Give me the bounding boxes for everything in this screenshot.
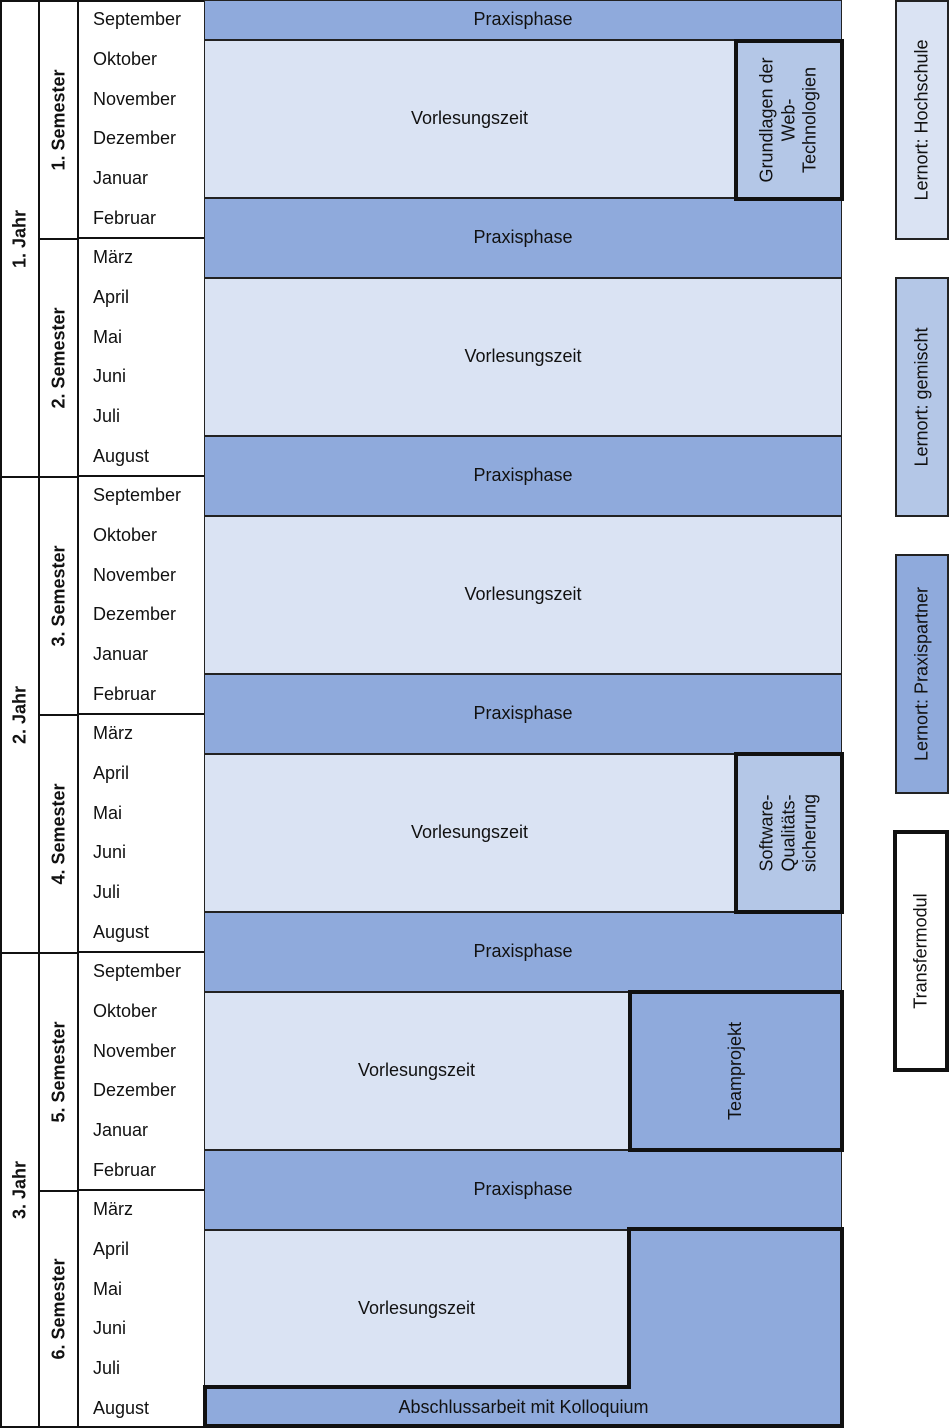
praxisphase-label: Praxisphase <box>473 9 573 30</box>
vorlesungszeit-label: Vorlesungszeit <box>410 108 529 129</box>
vorlesungszeit-block: Vorlesungszeit <box>204 277 842 437</box>
praxisphase-block: Praxisphase <box>204 0 842 40</box>
month-row: August <box>93 1397 150 1418</box>
praxisphase-label: Praxisphase <box>473 703 573 724</box>
vorlesungszeit-block: Vorlesungszeit <box>204 39 735 199</box>
praxisphase-label: Praxisphase <box>473 941 573 962</box>
praxisphase-label: Praxisphase <box>473 465 573 486</box>
praxisphase-block: Praxisphase <box>204 912 842 992</box>
semester-separator <box>79 713 204 715</box>
legend-transfermodul: Transfermodul <box>893 830 949 1072</box>
month-row: Oktober <box>93 524 158 545</box>
month-row: Juli <box>93 1357 121 1378</box>
semester-2: 2. Semester <box>38 238 79 478</box>
semester-6: 6. Semester <box>38 1190 79 1428</box>
month-row: Januar <box>93 167 149 188</box>
month-row: Dezember <box>93 1080 177 1101</box>
vorlesungszeit-label: Vorlesungszeit <box>464 584 582 605</box>
month-row: Mai <box>93 326 123 347</box>
praxisphase-block: Praxisphase <box>204 674 842 754</box>
module-abschluss-outline <box>203 1227 844 1428</box>
month-row: April <box>93 762 130 783</box>
year-1: 1. Jahr <box>0 0 40 478</box>
module-webtech: Grundlagen der Web- Technologien <box>734 39 844 201</box>
month-row: November <box>93 1040 177 1061</box>
vorlesungszeit-label: Vorlesungszeit <box>410 822 529 843</box>
legend-praxispartner: Lernort: Praxispartner <box>895 554 949 794</box>
legend-gemischt: Lernort: gemischt <box>895 277 949 517</box>
praxisphase-block: Praxisphase <box>204 198 842 278</box>
month-row: Juni <box>93 1318 127 1339</box>
vorlesungszeit-block: Vorlesungszeit <box>204 515 842 675</box>
month-row: November <box>93 88 177 109</box>
vorlesungszeit-label: Vorlesungszeit <box>357 1060 476 1081</box>
month-row: Oktober <box>93 48 158 69</box>
month-row: Januar <box>93 1119 149 1140</box>
module-abschluss-label: Abschlussarbeit mit Kolloquium <box>398 1396 649 1417</box>
month-row: Juni <box>93 842 127 863</box>
month-row: August <box>93 921 150 942</box>
month-row: Dezember <box>93 128 177 149</box>
semester-separator <box>79 951 204 953</box>
semester-separator <box>79 1189 204 1191</box>
month-row: August <box>93 445 150 466</box>
module-teamprojekt: Teamprojekt <box>628 990 844 1152</box>
praxisphase-label: Praxisphase <box>473 227 573 248</box>
month-row: April <box>93 286 130 307</box>
month-row: März <box>93 723 133 744</box>
module-software-qualitaetssicherung: Software- Qualitäts- sicherung <box>734 752 844 914</box>
praxisphase-block: Praxisphase <box>204 1150 842 1230</box>
legend-transfermodul-label: Transfermodul <box>910 893 931 1009</box>
month-row: Oktober <box>93 1000 158 1021</box>
month-row: Juni <box>93 366 127 387</box>
month-row: Dezember <box>93 604 177 625</box>
month-row: April <box>93 1238 130 1259</box>
month-row: November <box>93 564 177 585</box>
month-row: Mai <box>93 1278 123 1299</box>
month-row: Mai <box>93 802 123 823</box>
month-row: Februar <box>93 207 157 228</box>
semester-separator <box>79 475 204 477</box>
month-row: März <box>93 1199 133 1220</box>
vorlesungszeit-block: Vorlesungszeit <box>204 753 735 913</box>
month-row: März <box>93 247 133 268</box>
praxisphase-label: Praxisphase <box>473 1179 573 1200</box>
month-row: Februar <box>93 683 157 704</box>
praxisphase-block: Praxisphase <box>204 436 842 516</box>
month-row: Juli <box>93 405 121 426</box>
legend-hochschule: Lernort: Hochschule <box>895 0 949 240</box>
month-row: Juli <box>93 881 121 902</box>
month-row: September <box>93 9 182 30</box>
legend-gemischt-label: Lernort: gemischt <box>911 327 932 467</box>
legend-hochschule-label: Lernort: Hochschule <box>911 39 932 201</box>
month-row: September <box>93 961 182 982</box>
semester-5: 5. Semester <box>38 952 79 1192</box>
year-2: 2. Jahr <box>0 476 40 954</box>
year-3: 3. Jahr <box>0 952 40 1428</box>
semester-separator <box>79 237 204 239</box>
legend-praxispartner-label: Lernort: Praxispartner <box>911 586 932 762</box>
month-row: Januar <box>93 643 149 664</box>
vorlesungszeit-label: Vorlesungszeit <box>357 1298 476 1319</box>
vorlesungszeit-label: Vorlesungszeit <box>464 346 582 367</box>
vorlesungszeit-block: Vorlesungszeit <box>204 991 629 1151</box>
month-row: Februar <box>93 1159 157 1180</box>
month-row: September <box>93 485 182 506</box>
